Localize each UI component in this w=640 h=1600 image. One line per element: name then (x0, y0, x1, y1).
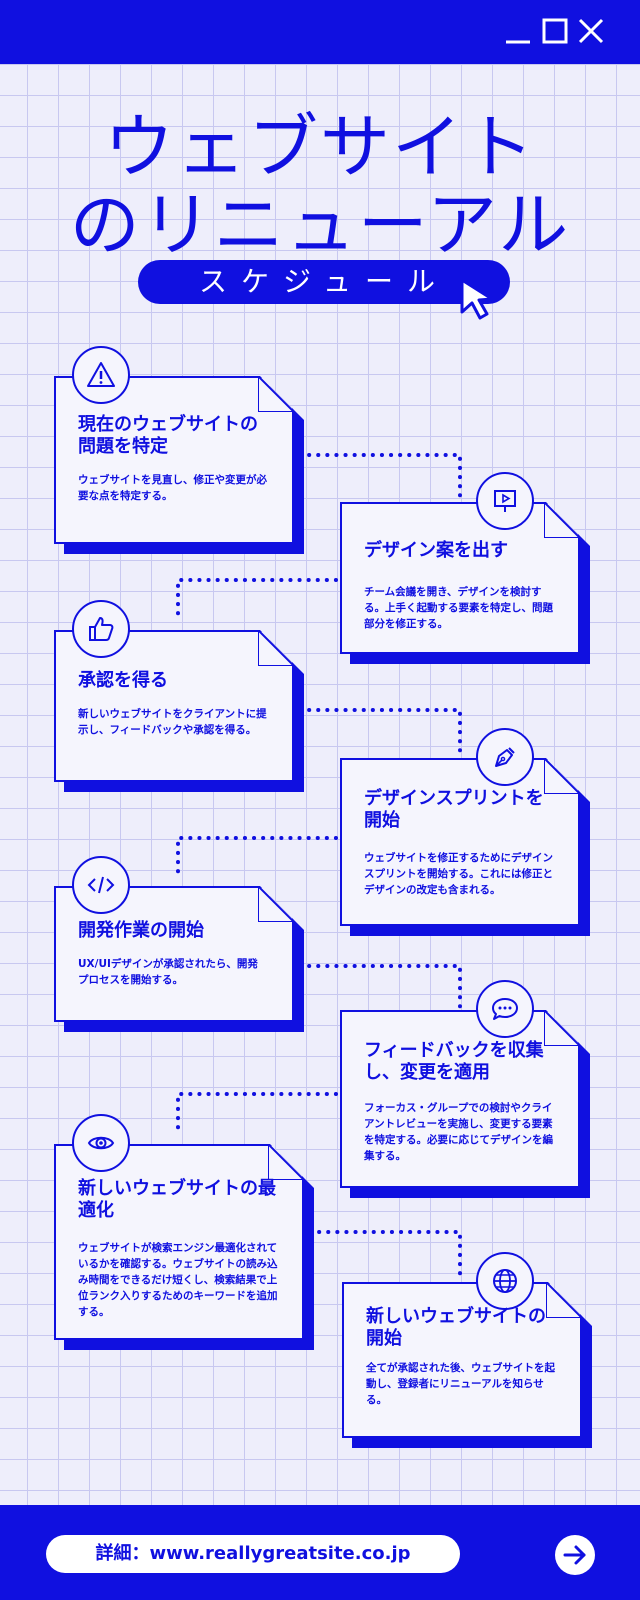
subtitle-pill: スケジュール (138, 260, 510, 304)
thumbs-up-icon (72, 600, 130, 658)
step-body: フォーカス・グループでの検討やクライアントレビューを実施し、変更する要素を特定す… (364, 1102, 553, 1162)
step-card-1: 現在のウェブサイトの問題を特定 ウェブサイトを見直し、修正や変更が必要な点を特定… (54, 346, 294, 544)
maximize-icon (542, 18, 568, 44)
globe-icon (476, 1252, 534, 1310)
step-body: ウェブサイトを見直し、修正や変更が必要な点を特定する。 (78, 474, 267, 502)
step-card-3: 承認を得る 新しいウェブサイトをクライアントに提示し、フィードバックや承認を得る… (54, 600, 294, 782)
code-icon (72, 856, 130, 914)
step-heading: 承認を得る (78, 670, 168, 691)
step-body: UX/UIデザインが承認されたら、開発プロセスを開始する。 (78, 958, 258, 986)
connector-3 (298, 708, 462, 754)
step-heading: デザインスプリントを開始 (364, 788, 544, 831)
top-bar (0, 0, 640, 64)
website-link[interactable]: 詳細：www.reallygreatsite.co.jp (46, 1535, 460, 1573)
step-heading: 開発作業の開始 (78, 920, 204, 941)
page-title: ウェブサイト のリニューアル (0, 108, 640, 264)
eye-icon (72, 1114, 130, 1172)
title-line-1: ウェブサイト (104, 106, 536, 188)
connector-1 (298, 453, 462, 500)
cursor-icon (460, 278, 494, 320)
step-body: ウェブサイトを修正するためにデザインスプリントを開始する。これには修正とデザイン… (364, 852, 553, 896)
step-body: ウェブサイトが検索エンジン最適化されているかを確認する。ウェブサイトの読み込み時… (78, 1242, 278, 1318)
step-heading: デザイン案を出す (364, 540, 508, 561)
step-heading: フィードバックを収集し、変更を適用 (364, 1040, 544, 1083)
connector-6 (176, 1092, 338, 1138)
step-body: 全てが承認された後、ウェブサイトを起動し、登録者にリニューアルを知らせる。 (366, 1362, 555, 1406)
step-heading: 新しいウェブサイトの開始 (366, 1306, 546, 1349)
connector-4 (176, 836, 338, 880)
step-heading: 新しいウェブサイトの最適化 (78, 1178, 276, 1221)
step-body: 新しいウェブサイトをクライアントに提示し、フィードバックや承認を得る。 (78, 708, 267, 736)
warning-icon (72, 346, 130, 404)
close-icon (578, 18, 604, 44)
title-line-2: のリニューアル (69, 184, 571, 266)
connector-7 (308, 1230, 462, 1276)
pen-icon (476, 728, 534, 786)
step-card-7: 新しいウェブサイトの最適化 ウェブサイトが検索エンジン最適化されているかを確認す… (54, 1114, 304, 1340)
step-card-6: フィードバックを収集し、変更を適用 フォーカス・グループでの検討やクライアントレ… (340, 980, 580, 1188)
step-body: チーム会議を開き、デザインを検討する。上手く起動する要素を特定し、問題部分を修正… (364, 586, 553, 630)
step-card-4: デザインスプリントを開始 ウェブサイトを修正するためにデザインスプリントを開始す… (340, 728, 580, 926)
step-card-2: デザイン案を出す チーム会議を開き、デザインを検討する。上手く起動する要素を特定… (340, 472, 580, 654)
step-card-5: 開発作業の開始 UX/UIデザインが承認されたら、開発プロセスを開始する。 (54, 856, 294, 1022)
step-card-8: 新しいウェブサイトの開始 全てが承認された後、ウェブサイトを起動し、登録者にリニ… (342, 1252, 582, 1438)
presentation-icon (476, 472, 534, 530)
connector-2 (176, 578, 338, 624)
chat-icon (476, 980, 534, 1038)
step-heading: 現在のウェブサイトの問題を特定 (78, 414, 258, 457)
next-button[interactable] (555, 1535, 595, 1575)
connector-5 (298, 964, 462, 1010)
arrow-right-icon (563, 1545, 586, 1565)
window-controls (506, 18, 604, 44)
